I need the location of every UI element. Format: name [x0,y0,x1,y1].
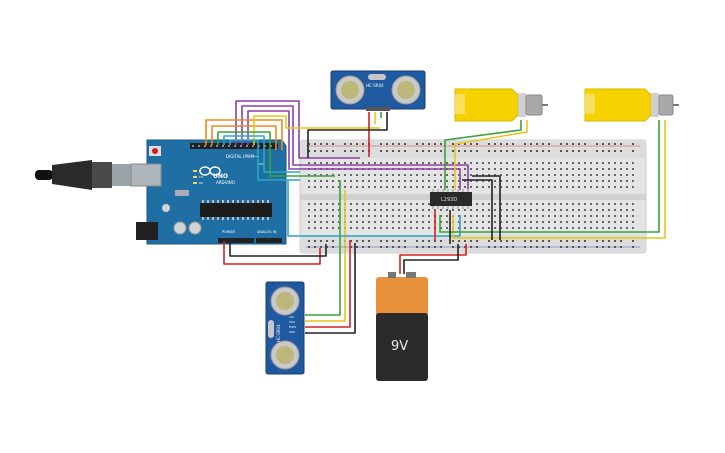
sensor-left[interactable]: HC-SR04 VCC TRIG ECHO GND [265,281,305,375]
led-label-tx: TX [198,175,203,179]
sensor-left-pin-vcc: VCC [289,315,294,319]
usb-cable [35,160,136,190]
wire-power-black [229,241,327,257]
sensor-top-model: HC-SR04 [366,83,384,88]
wire-purple-3 [247,110,461,190]
digital-label: DIGITAL (PWM~) [226,154,260,159]
driver-ic-label: L293D [441,197,457,203]
brand-label: ARDUINO [216,180,235,185]
wire-sensor-left-yellow [305,190,346,322]
wire-sensor-left-red [305,240,351,328]
wire-green-1 [217,131,335,177]
wire-motor1-yellow [454,120,528,190]
wire-motor2-green [439,120,660,233]
wire-sensor-left-black [305,243,356,334]
wire-purple-1 [235,100,360,159]
wire-orange-2 [211,125,277,150]
wire-purple-2 [241,105,469,190]
sensor-left-model: HC-SR04 [276,324,281,342]
wire-motor1-green [444,120,522,190]
wire-driver-black-2 [472,175,501,240]
battery-label: 9V [391,339,408,354]
arduino-infinity-logo-icon [199,166,221,176]
arduino-uno[interactable]: DIGITAL (PWM~) ARDUINO UNO POWER ANALOG … [35,139,287,245]
led-label-on: ON [259,162,264,166]
sensor-left-pin-trig: TRIG [289,320,295,324]
motor-left[interactable] [454,88,548,122]
analog-label: ANALOG IN [257,230,277,234]
wire-sensor-left-green [305,180,341,316]
status-leds: L TX RX ON [193,162,264,185]
led-label-rx: RX [199,181,203,185]
wire-orange-1 [205,119,283,150]
model-label: UNO [213,173,228,180]
wire-cyan-1 [223,135,300,173]
wire-driver-black-1 [462,179,493,240]
sensor-left-pin-gnd: GND [289,330,295,334]
wire-battery-black [403,244,459,274]
sensor-top[interactable]: HC-SR04 [330,70,426,111]
wire-battery-red [399,244,467,274]
battery[interactable]: 9V [376,272,428,381]
wire-motor2-yellow [452,120,666,239]
wire-yellow-1 [253,115,380,145]
power-label: POWER [222,230,236,234]
wire-cyan-2 [229,139,300,181]
sensor-left-pin-echo: ECHO [289,325,296,329]
wire-sensor-top-black [307,112,388,158]
driver-ic[interactable]: L293D [430,189,472,209]
motor-right[interactable] [584,88,679,122]
wire-cyan-long [287,180,461,237]
led-label-l: L [199,169,201,173]
wires [205,100,666,334]
